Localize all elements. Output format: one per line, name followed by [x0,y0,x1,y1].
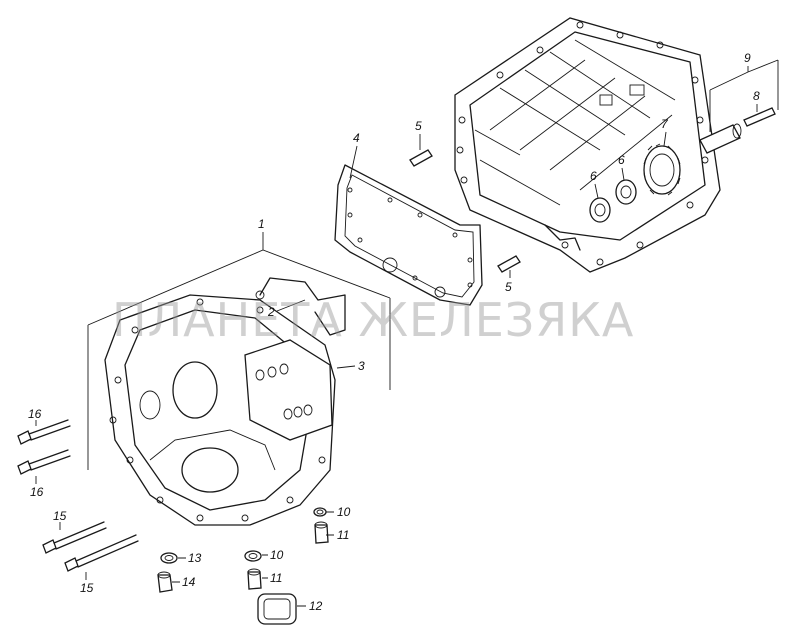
shaft-sleeve [699,123,742,154]
gear [643,143,681,196]
bearing-left [589,197,611,223]
callout-15-upper: 15 [53,509,67,523]
callout-12: 12 [309,599,323,613]
callout-10-lower: 10 [270,548,284,562]
bolt-15-lower [64,534,139,572]
washer-10-upper [313,507,327,517]
gearbox-housing [454,17,721,273]
callout-13: 13 [188,551,202,565]
callout-6-right: 6 [618,153,625,167]
callout-labels: 1 2 3 4 5 5 6 6 7 8 9 10 11 10 11 12 13 … [28,51,760,613]
callout-5-lower: 5 [505,280,512,294]
callout-3: 3 [358,359,365,373]
callout-15-lower: 15 [80,581,94,595]
plug-11-lower [247,568,262,590]
callout-9: 9 [744,51,751,65]
washer-13 [160,552,178,564]
callout-16-lower: 16 [30,485,44,499]
seal-12 [257,593,297,625]
callout-4: 4 [353,131,360,145]
callout-16-upper: 16 [28,407,42,421]
washer-10-lower [244,550,262,562]
roller-pin [743,107,776,127]
callout-1: 1 [258,217,265,231]
gasket [334,164,483,306]
breather-pipe [255,277,346,336]
dowel-pin-lower [497,255,521,273]
plug-11-upper [314,521,329,544]
callout-2: 2 [267,305,275,319]
bolt-16-upper [17,419,71,445]
watermark-text: ПЛАНЕТА ЖЕЛЕЗЯКА [112,293,634,347]
plug-14 [157,571,173,593]
callout-11-lower: 11 [270,571,282,585]
bolt-16-lower [17,449,71,475]
dowel-pin-upper [409,149,433,167]
callout-6-left: 6 [590,169,597,183]
callout-14: 14 [182,575,196,589]
callout-10-upper: 10 [337,505,351,519]
callout-7: 7 [661,117,669,131]
callout-8: 8 [753,89,760,103]
bolt-15-upper [42,521,107,554]
callout-11-upper: 11 [337,528,349,542]
bearing-right [615,179,637,205]
callout-5-upper: 5 [415,119,422,133]
clutch-housing [104,294,336,526]
leader-lines [35,59,779,607]
